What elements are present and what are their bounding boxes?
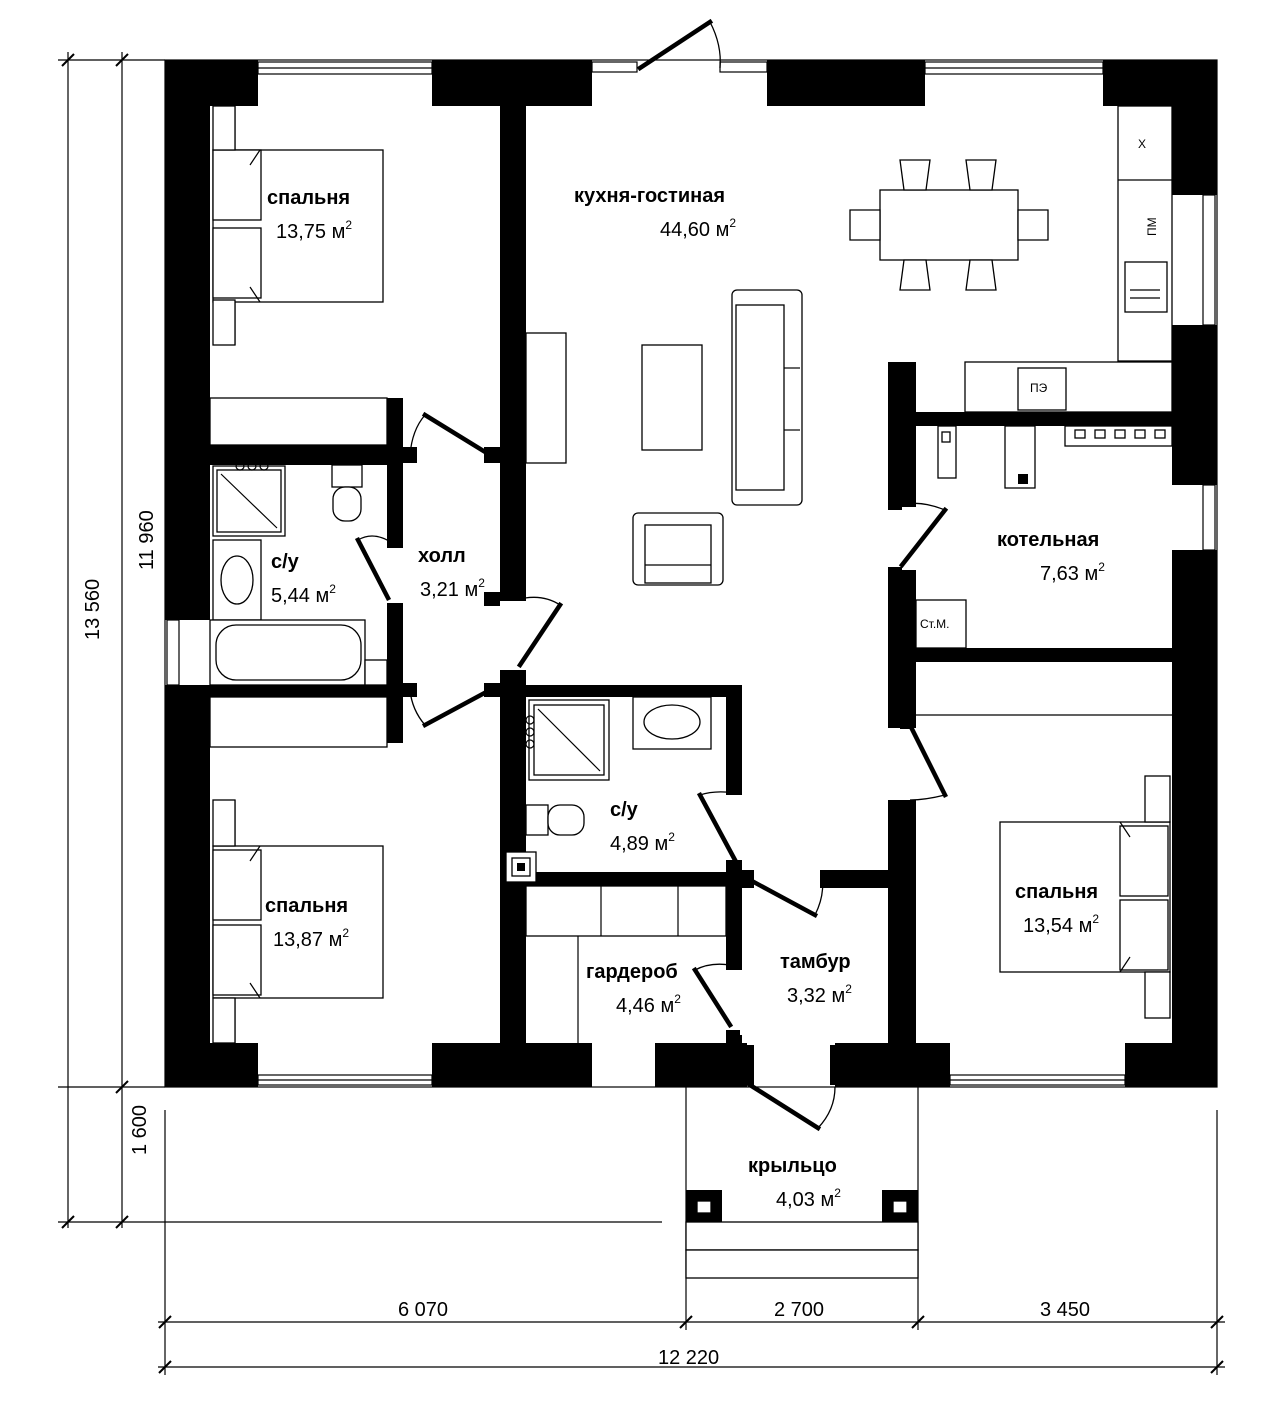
room-name: гардероб [586, 961, 678, 983]
room-bathroom-2: с/у 4,89 м2 [610, 799, 675, 855]
room-area-sup: 2 [345, 218, 352, 232]
room-area-sup: 2 [729, 216, 736, 230]
room-bedroom-2: спальня 13,87 м2 [265, 895, 349, 951]
dim-total-width: 12 220 [658, 1347, 719, 1369]
room-name: котельная [997, 529, 1099, 551]
dim-left-width: 6 070 [398, 1299, 448, 1321]
room-area: 7,63 м [1040, 563, 1098, 585]
sink-icon [632, 696, 712, 750]
windows [166, 61, 1216, 1086]
room-name: с/у [610, 799, 639, 821]
wardrobe-icon [209, 696, 388, 748]
kitchen-counter [964, 105, 1173, 413]
room-area-sup: 2 [342, 926, 349, 940]
sofa-icon [731, 289, 803, 506]
room-area: 13,87 м [273, 929, 342, 951]
room-area-sup: 2 [674, 992, 681, 1006]
shower-icon [212, 461, 286, 537]
bathtub-icon [209, 619, 388, 686]
room-bedroom-3: спальня 13,54 м2 [1015, 881, 1099, 937]
doors [354, 18, 949, 1132]
exterior-walls [164, 59, 1218, 1088]
armchair-icon [632, 512, 724, 586]
svg-text:3,32 м2: 3,32 м2 [787, 982, 852, 1007]
svg-text:13,75 м2: 13,75 м2 [276, 218, 352, 243]
toilet-icon [525, 804, 585, 836]
room-name: кухня-гостиная [574, 185, 725, 207]
room-name: спальня [265, 895, 348, 917]
svg-text:4,46 м2: 4,46 м2 [616, 992, 681, 1017]
room-name: холл [418, 545, 466, 567]
boiler-icon [915, 425, 1173, 649]
room-area-sup: 2 [668, 830, 675, 844]
bed-icon [999, 775, 1171, 1019]
room-name: тамбур [780, 951, 851, 973]
room-area-sup: 2 [845, 982, 852, 996]
room-bathroom-1: с/у 5,44 м2 [271, 551, 336, 607]
room-kitchen-living: кухня-гостиная 44,60 м2 [574, 185, 736, 241]
dining-table-icon [849, 159, 1049, 291]
room-bedroom-1: спальня 13,75 м2 [267, 187, 352, 243]
room-area-sup: 2 [478, 576, 485, 590]
shower-icon [525, 699, 610, 781]
svg-text:44,60 м2: 44,60 м2 [660, 216, 736, 241]
room-area: 44,60 м [660, 219, 729, 241]
room-area: 5,44 м [271, 585, 329, 607]
svg-text:7,63 м2: 7,63 м2 [1040, 560, 1105, 585]
dimension-lines [58, 52, 1225, 1375]
fridge-label: Х [1138, 137, 1146, 151]
room-area: 13,75 м [276, 221, 345, 243]
svg-text:3,21 м2: 3,21 м2 [420, 576, 485, 601]
room-area: 4,46 м [616, 995, 674, 1017]
coffee-table-icon [641, 344, 703, 451]
room-name: спальня [267, 187, 350, 209]
dim-porch-depth: 1 600 [129, 1105, 151, 1155]
stove-label: ПЭ [1030, 381, 1048, 395]
room-area-sup: 2 [329, 582, 336, 596]
svg-text:5,44 м2: 5,44 м2 [271, 582, 336, 607]
dishwasher-label: ПМ [1145, 217, 1159, 236]
room-boiler: котельная 7,63 м2 [997, 529, 1105, 585]
room-vestibule: тамбур 3,32 м2 [780, 951, 852, 1007]
svg-text:13,87 м2: 13,87 м2 [273, 926, 349, 951]
bed-icon [212, 799, 384, 1044]
room-area-sup: 2 [1092, 912, 1099, 926]
wardrobe-icon [525, 885, 727, 1043]
room-area: 13,54 м [1023, 915, 1092, 937]
toilet-icon [331, 464, 363, 522]
sink-icon [212, 539, 262, 621]
room-name: спальня [1015, 881, 1098, 903]
svg-text:4,89 м2: 4,89 м2 [610, 830, 675, 855]
wardrobe-icon [209, 397, 388, 446]
bed-icon [212, 105, 384, 346]
washer-label: Ст.М. [920, 617, 950, 631]
room-area: 4,89 м [610, 833, 668, 855]
dim-house-height: 11 960 [136, 510, 158, 570]
tv-stand-icon [525, 332, 567, 464]
dim-porch-width: 2 700 [774, 1299, 824, 1321]
room-name: с/у [271, 551, 300, 573]
room-wardrobe: гардероб 4,46 м2 [586, 961, 681, 1017]
room-area: 3,21 м [420, 579, 478, 601]
room-area: 3,32 м [787, 985, 845, 1007]
room-name: крыльцо [748, 1155, 837, 1177]
porch [685, 1087, 919, 1279]
room-area-sup: 2 [834, 1186, 841, 1200]
dim-right-width: 3 450 [1040, 1299, 1090, 1321]
room-porch: крыльцо 4,03 м2 [748, 1155, 841, 1211]
room-area-sup: 2 [1098, 560, 1105, 574]
dim-total-height: 13 560 [82, 579, 104, 640]
svg-text:4,03 м2: 4,03 м2 [776, 1186, 841, 1211]
room-area: 4,03 м [776, 1189, 834, 1211]
svg-text:13,54 м2: 13,54 м2 [1023, 912, 1099, 937]
vent-shaft-icon [505, 851, 537, 883]
room-hall: холл 3,21 м2 [418, 545, 485, 601]
